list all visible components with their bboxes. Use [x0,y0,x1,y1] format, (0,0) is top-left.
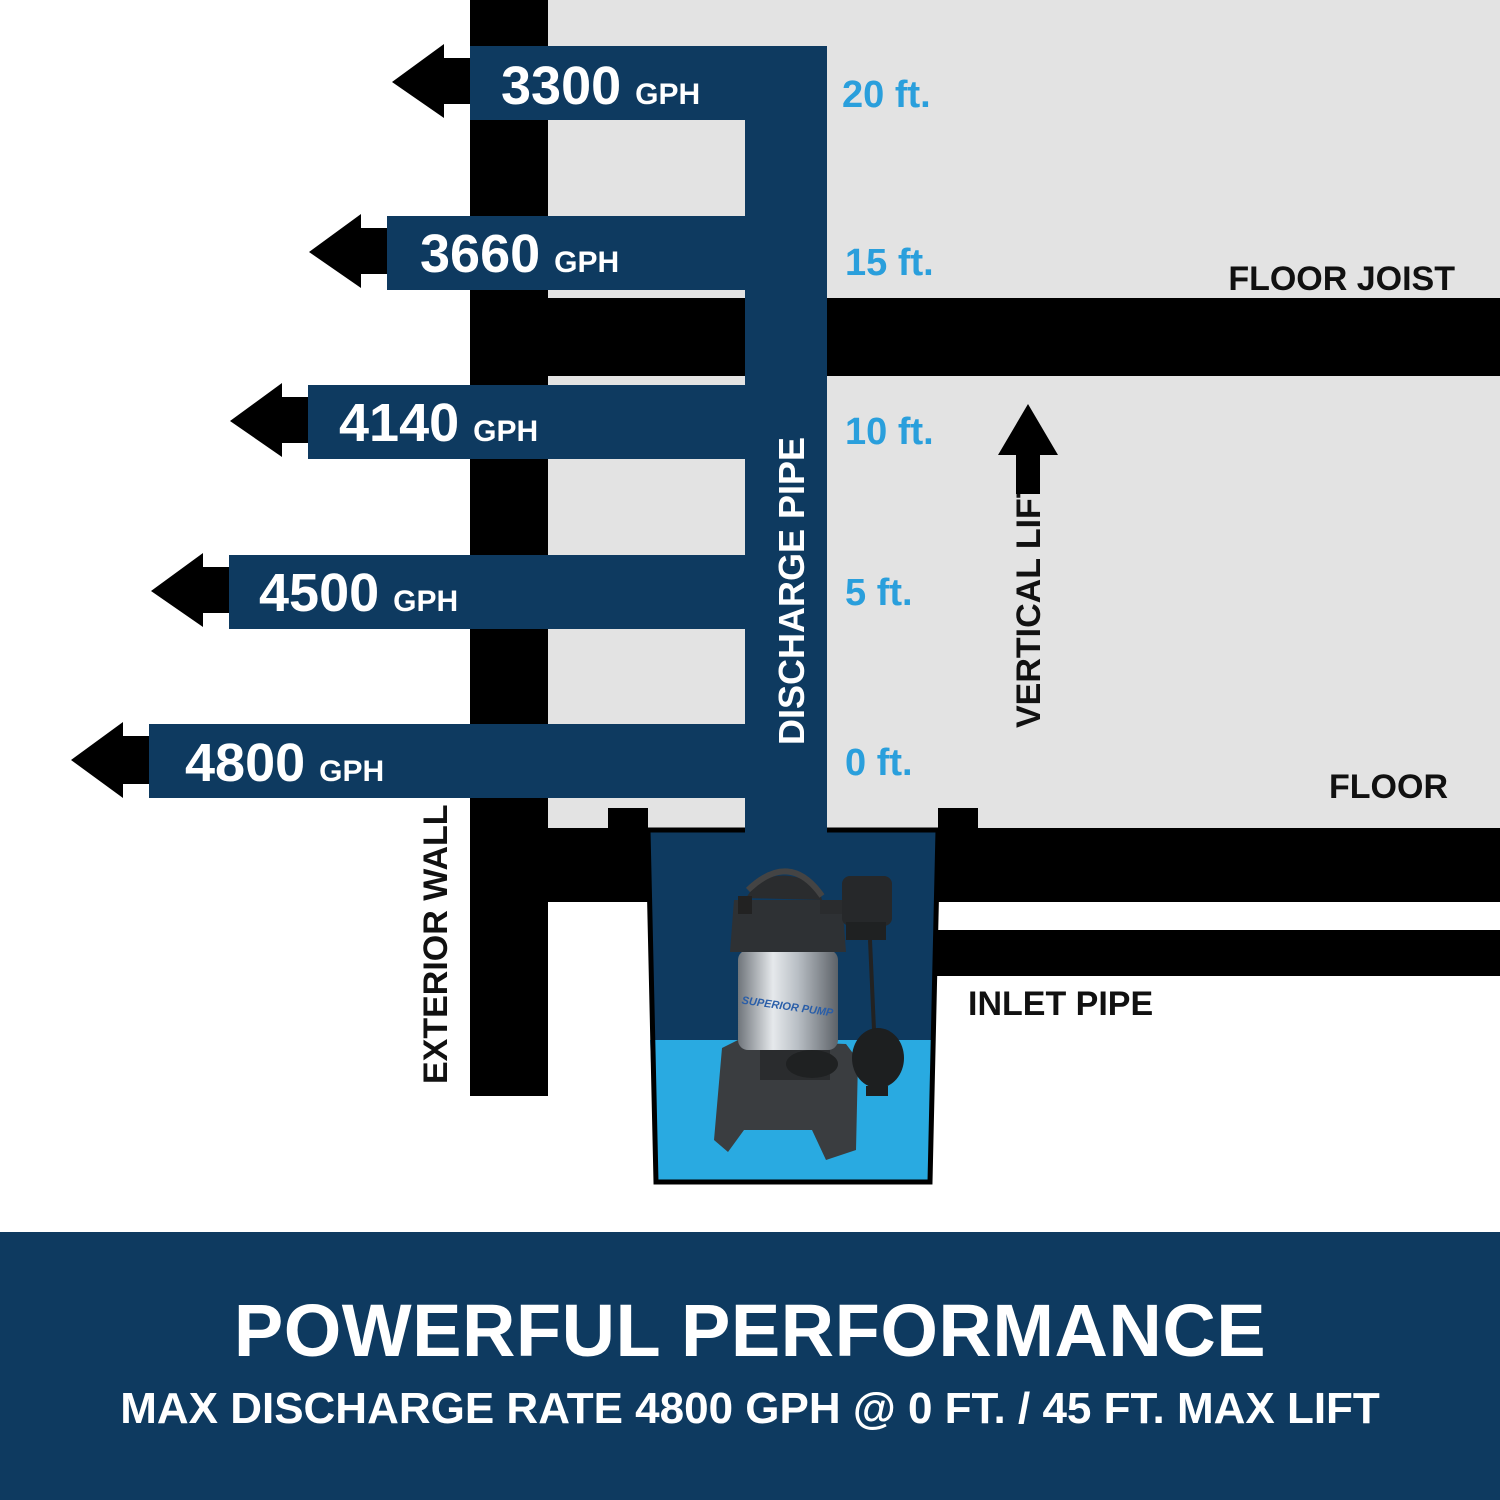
branch-pipe-15ft [387,216,747,290]
branch-pipe-10ft [308,385,747,459]
performance-banner: POWERFUL PERFORMANCE MAX DISCHARGE RATE … [0,1232,1500,1500]
banner-subtitle: MAX DISCHARGE RATE 4800 GPH @ 0 FT. / 45… [120,1384,1380,1433]
branch-pipe-20ft [470,46,827,120]
branch-pipe-0ft [149,724,747,798]
exterior-wall [470,0,548,1096]
height-label-15ft: 15 ft. [845,242,934,284]
left-arrow-icon [309,214,387,288]
vertical-lift-label: VERTICAL LIFT [1010,477,1048,728]
left-arrow-icon [71,722,149,798]
branch-pipe-5ft [229,555,747,629]
floor-joist-beam [470,298,1500,376]
height-label-5ft: 5 ft. [845,572,913,614]
height-label-0ft: 0 ft. [845,742,913,784]
floor-rim-left [608,808,648,830]
inlet-pipe-label: INLET PIPE [968,985,1153,1023]
inlet-pipe [918,930,1500,976]
floor-slab [470,828,1500,902]
height-label-20ft: 20 ft. [842,74,931,116]
sump-pump-icon: SUPERIOR PUMP [714,868,904,1160]
height-label-10ft: 10 ft. [845,411,934,453]
sump-basin-outline [645,827,941,1185]
banner-title: POWERFUL PERFORMANCE [233,1289,1267,1372]
left-arrow-icon [151,553,229,627]
floor-rim-right [938,808,978,830]
up-arrow-icon [998,404,1058,494]
left-arrow-icon [230,383,308,457]
discharge-pipe-label: DISCHARGE PIPE [771,437,812,745]
discharge-pipe [745,46,827,846]
floor-joist-label: FLOOR JOIST [1228,260,1455,298]
exterior-wall-label: EXTERIOR WALL [417,804,455,1084]
left-arrow-icon [392,44,470,118]
floor-label: FLOOR [1329,768,1448,806]
